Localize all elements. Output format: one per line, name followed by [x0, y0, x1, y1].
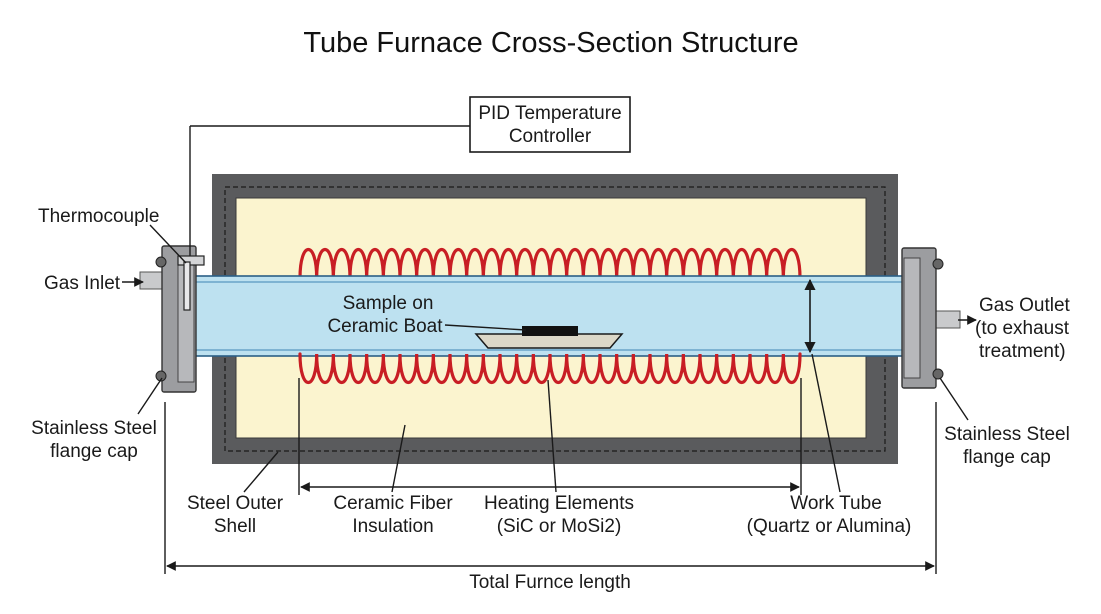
- work-tube-leader: [811, 353, 841, 493]
- right-flange-bolt-top: [932, 258, 944, 270]
- thermocouple-clamp: [177, 255, 205, 266]
- gas-outlet-label-line1: Gas Outlet: [979, 295, 1071, 316]
- thermocouple-probe: [183, 261, 191, 311]
- outer-shell-leader: [243, 451, 279, 493]
- insulation-leader: [391, 424, 406, 493]
- right-flange-plate: [903, 257, 921, 379]
- thermocouple-leader: [149, 224, 187, 264]
- heating-coil-bottom: [298, 352, 802, 385]
- right-flange-label-line2: flange cap: [963, 447, 1051, 468]
- work-tube-label-line1: Work Tube: [790, 493, 882, 514]
- left-flange-leader: [137, 377, 163, 415]
- ceramic-boat: [474, 333, 624, 349]
- gas-inlet-pipe: [139, 271, 165, 290]
- left-flange-bolt-top: [155, 256, 167, 268]
- gas-outlet-label-line3: treatment): [979, 341, 1066, 362]
- total-length-label: Total Furnce length: [469, 572, 631, 593]
- left-flange-label-line1: Stainless Steel: [31, 418, 157, 439]
- thermocouple-label: Thermocouple: [38, 206, 159, 227]
- sample: [522, 326, 578, 336]
- diagram-title: Tube Furnace Cross-Section Structure: [303, 27, 798, 59]
- heating-label-line2: (SiC or MoSi2): [497, 516, 622, 537]
- pid-label-line2: Controller: [509, 126, 592, 147]
- sample-leader: [444, 324, 527, 331]
- heating-coil-loops: [298, 352, 802, 385]
- right-flange-leader: [939, 377, 969, 421]
- gas-outlet-label-line2: (to exhaust: [975, 318, 1070, 339]
- left-flange-label-line2: flange cap: [50, 441, 138, 462]
- right-flange-bolt-bottom: [932, 368, 944, 380]
- pid-label-line1: PID Temperature: [478, 103, 621, 124]
- sample-label-line2: Ceramic Boat: [327, 316, 443, 337]
- work-tube-label-line2: (Quartz or Alumina): [747, 516, 912, 537]
- insulation-label-line1: Ceramic Fiber: [333, 493, 453, 514]
- outer-shell-label-line2: Shell: [214, 516, 256, 537]
- right-flange-label-line1: Stainless Steel: [944, 424, 1070, 445]
- pid-controller-box: [469, 96, 631, 153]
- insulation-label-line2: Insulation: [352, 516, 433, 537]
- sample-label-line1: Sample on: [343, 293, 434, 314]
- left-flange-bolt-bottom: [155, 370, 167, 382]
- heating-leader: [547, 379, 557, 493]
- heating-label-line1: Heating Elements: [484, 493, 634, 514]
- gas-inlet-label: Gas Inlet: [44, 273, 121, 294]
- gas-outlet-pipe: [935, 310, 961, 329]
- outer-shell-label-line1: Steel Outer: [187, 493, 284, 514]
